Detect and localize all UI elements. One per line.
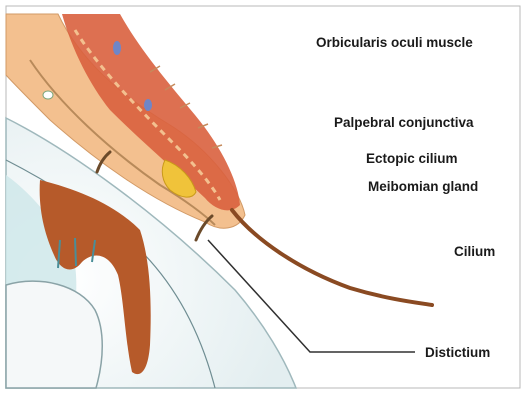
vessel-2 <box>144 99 152 111</box>
label-distictium: Distictium <box>425 345 490 360</box>
label-palpebral-conjunctiva: Palpebral conjunctiva <box>334 115 474 130</box>
label-meibomian-gland: Meibomian gland <box>368 179 478 194</box>
label-orbicularis-oculi-muscle: Orbicularis oculi muscle <box>316 35 473 50</box>
label-ectopic-cilium: Ectopic cilium <box>366 151 458 166</box>
label-cilium: Cilium <box>454 244 495 259</box>
gland-opening <box>43 91 53 99</box>
vessel-1 <box>113 41 121 55</box>
